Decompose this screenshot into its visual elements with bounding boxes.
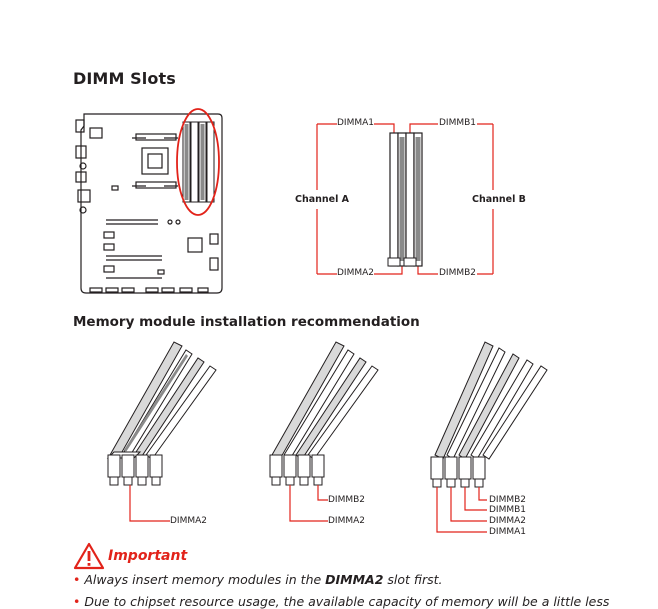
bullet-icon: • xyxy=(73,572,81,587)
label-dimma2: DIMMA2 xyxy=(337,268,374,278)
config-2-label-1: DIMMB2 xyxy=(328,495,366,505)
important-note-2: • Due to chipset resource usage, the ava… xyxy=(73,594,610,609)
label-dimmb1: DIMMB1 xyxy=(439,118,477,128)
recommendation-title: Memory module installation recommendatio… xyxy=(73,314,420,330)
config-3-illustration xyxy=(430,341,548,533)
config-3-label-4: DIMMA1 xyxy=(489,527,526,537)
label-dimma1: DIMMA1 xyxy=(337,118,374,128)
warning-icon xyxy=(73,542,105,570)
motherboard-illustration xyxy=(75,108,223,294)
label-channel-b: Channel B xyxy=(472,194,526,205)
important-title: Important xyxy=(108,548,188,564)
dimm-highlight-ring xyxy=(176,108,220,216)
bullet-icon: • xyxy=(73,594,81,609)
config-3-label-3: DIMMA2 xyxy=(489,516,526,526)
config-2-label-2: DIMMA2 xyxy=(328,516,365,526)
config-3-label-2: DIMMB1 xyxy=(489,505,527,515)
section-title: DIMM Slots xyxy=(73,69,176,88)
label-dimmb2: DIMMB2 xyxy=(439,268,477,278)
config-2-illustration xyxy=(269,341,379,522)
dimm-slot-diagram xyxy=(316,123,494,275)
important-note-1: • Always insert memory modules in the DI… xyxy=(73,572,443,587)
config-1-illustration xyxy=(106,341,217,522)
label-channel-a: Channel A xyxy=(295,194,350,205)
config-3-label-1: DIMMB2 xyxy=(489,495,527,505)
config-1-label-1: DIMMA2 xyxy=(170,516,207,526)
